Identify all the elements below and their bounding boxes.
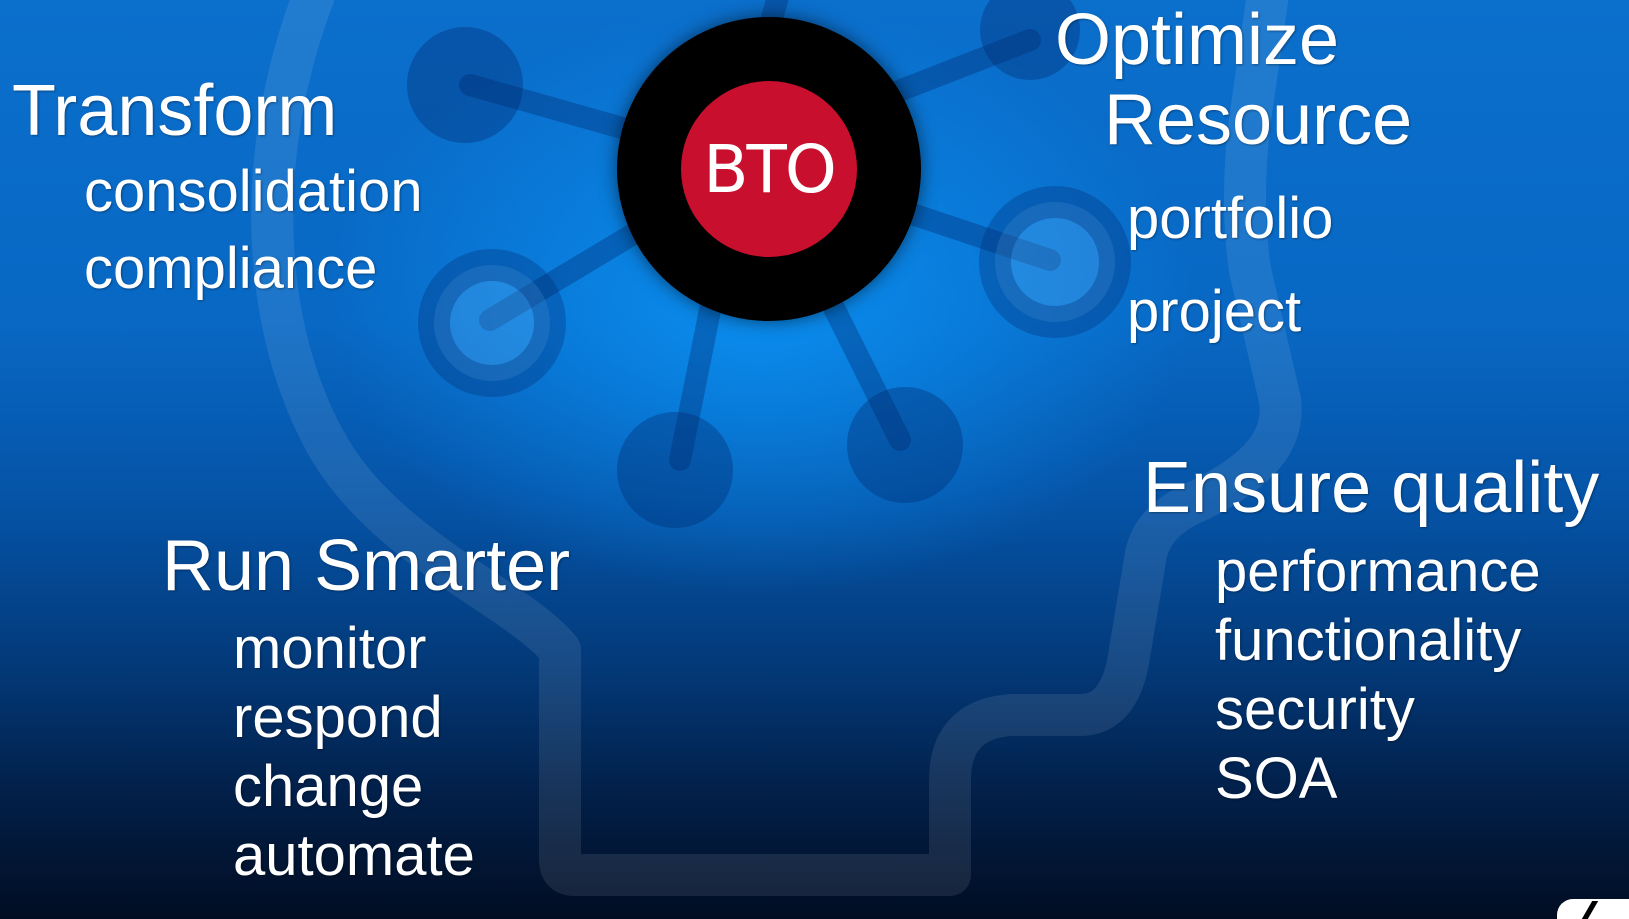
run-smarter-item: change — [233, 754, 424, 819]
transform-heading: Transform — [12, 71, 338, 151]
transform-item: compliance — [84, 236, 378, 301]
bto-logo-text: BTO — [703, 130, 837, 208]
ensure-quality-item: SOA — [1215, 746, 1338, 811]
bto-logo: BTO — [617, 17, 921, 321]
ensure-quality-item: functionality — [1215, 608, 1522, 673]
optimize-item: portfolio — [1127, 186, 1334, 251]
run-smarter-item: automate — [233, 823, 475, 888]
optimize-heading-line1: Optimize — [1055, 0, 1340, 80]
corner-logo-fragment — [1557, 899, 1629, 919]
run-smarter-item: monitor — [233, 616, 427, 681]
bto-logo-disc: BTO — [681, 81, 857, 257]
head-silhouette — [251, 0, 1302, 896]
optimize-heading-line2: Resource — [1104, 80, 1413, 160]
run-smarter-heading: Run Smarter — [162, 526, 571, 606]
ensure-quality-item: security — [1215, 677, 1415, 742]
optimize-item: project — [1127, 279, 1302, 344]
transform-item: consolidation — [84, 159, 423, 224]
ensure-quality-item: performance — [1215, 539, 1541, 604]
ensure-quality-heading: Ensure quality — [1143, 448, 1600, 528]
run-smarter-item: respond — [233, 685, 443, 750]
